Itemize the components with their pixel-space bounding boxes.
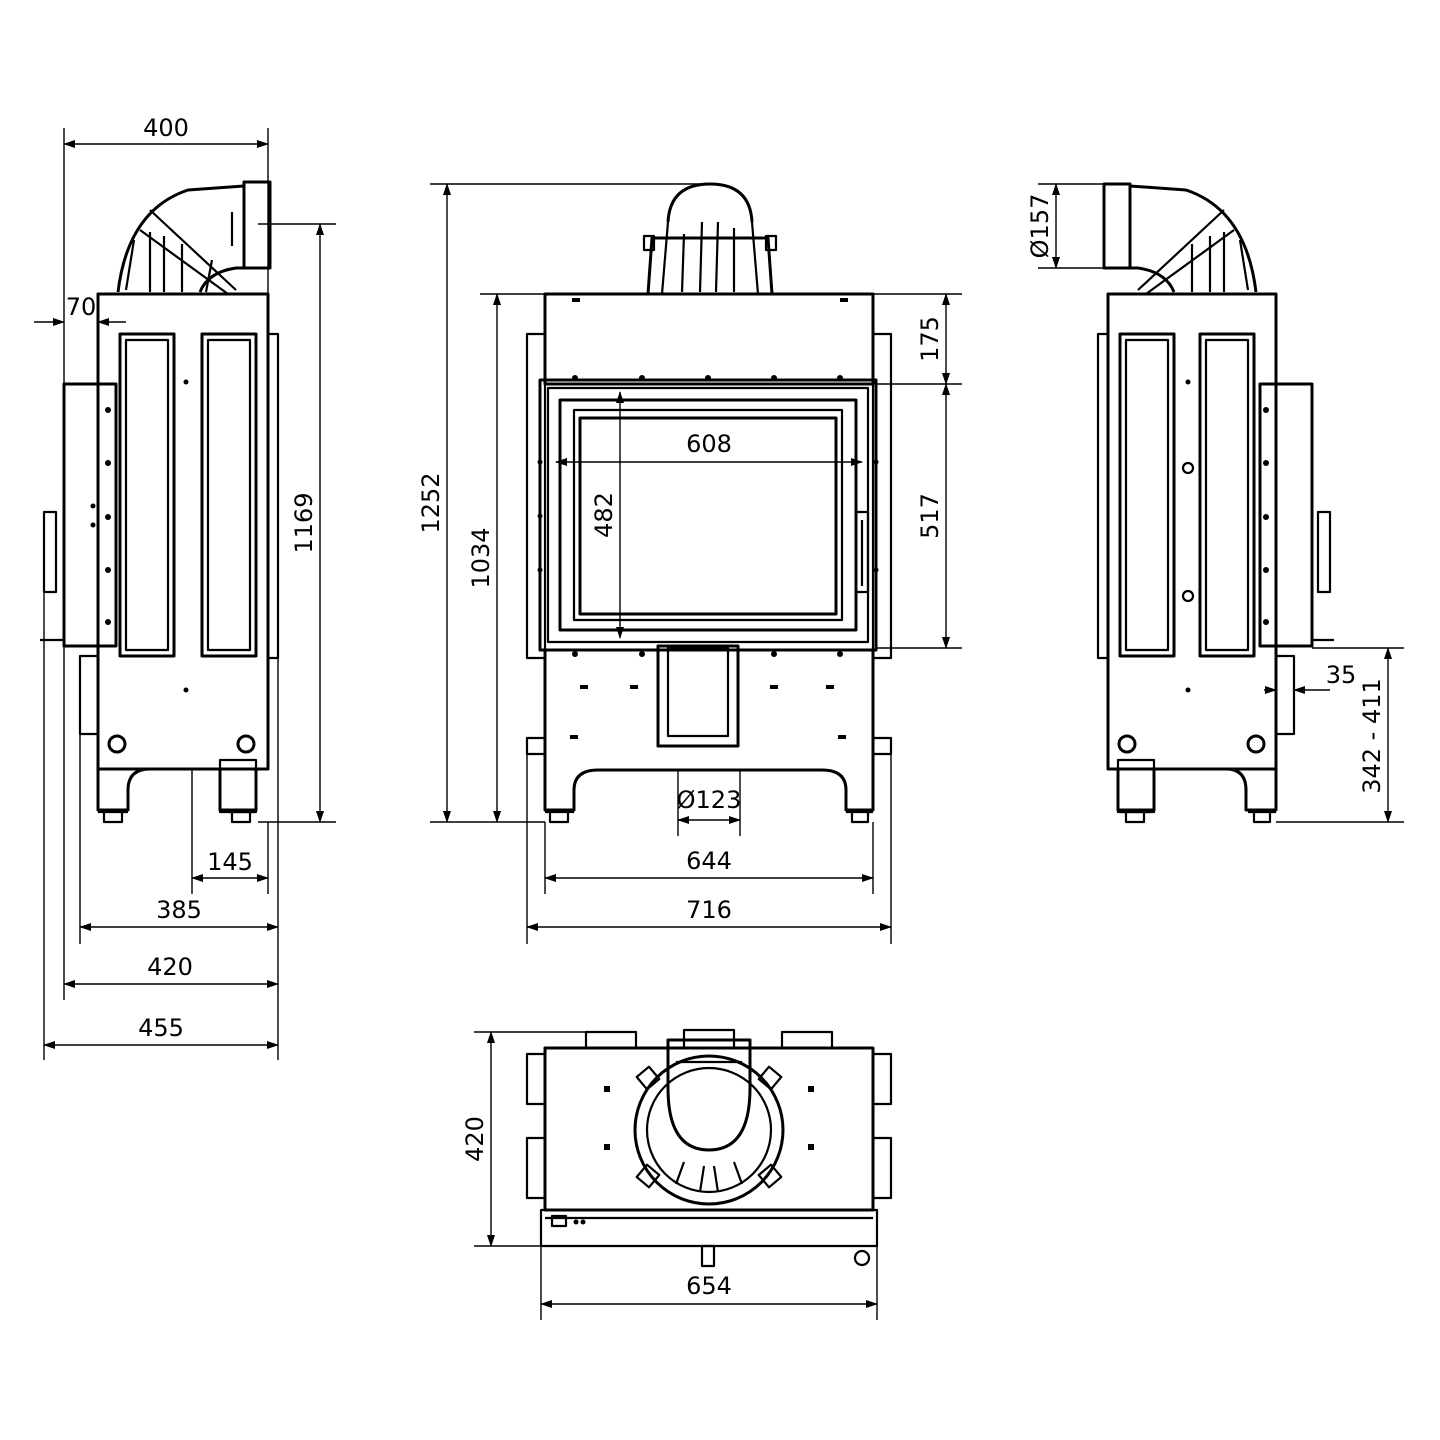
dim-420-top: 420 xyxy=(461,1116,489,1162)
dim-608: 608 xyxy=(686,430,732,458)
dim-flue-diameter: Ø157 xyxy=(1026,194,1054,259)
side-view-right xyxy=(1096,182,1334,824)
dim-716: 716 xyxy=(686,896,732,924)
dim-420-side: 420 xyxy=(147,953,193,981)
dim-517: 517 xyxy=(916,493,944,539)
dim-175: 175 xyxy=(916,316,944,362)
dimension-labels: 400 70 1169 145 385 420 455 1252 1034 17… xyxy=(66,114,1386,1300)
dim-455: 455 xyxy=(138,1014,184,1042)
dim-482: 482 xyxy=(590,492,618,538)
dim-70: 70 xyxy=(66,293,97,321)
dim-leg-range: 342 - 411 xyxy=(1358,678,1386,794)
dim-35: 35 xyxy=(1326,661,1357,689)
dim-654: 654 xyxy=(686,1272,732,1300)
dim-air-inlet: Ø123 xyxy=(677,786,742,814)
dimension-lines xyxy=(34,128,1404,1320)
side-view-left xyxy=(40,180,280,824)
front-view xyxy=(525,182,893,824)
dim-1252: 1252 xyxy=(417,472,445,533)
dim-385: 385 xyxy=(156,896,202,924)
top-view xyxy=(525,1028,893,1268)
dim-145: 145 xyxy=(207,848,253,876)
dim-644: 644 xyxy=(686,847,732,875)
dim-400: 400 xyxy=(143,114,189,142)
dim-1169: 1169 xyxy=(290,492,318,553)
dim-1034: 1034 xyxy=(467,527,495,588)
